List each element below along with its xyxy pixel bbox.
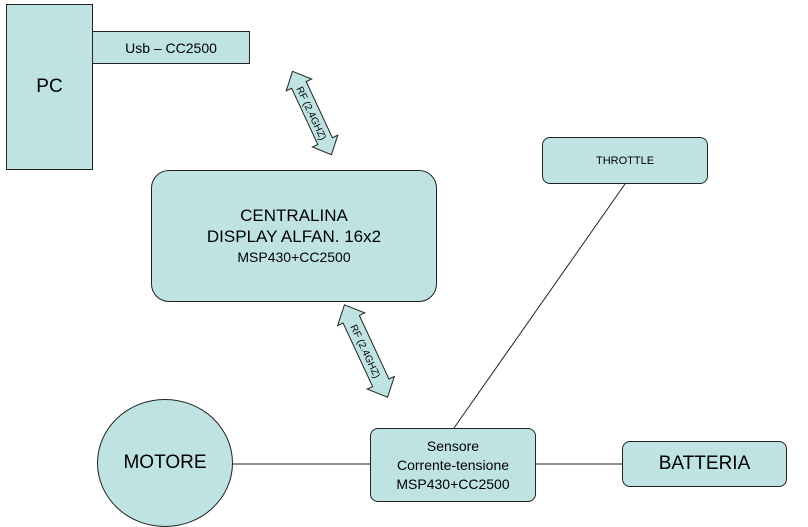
pc-label: PC: [36, 76, 63, 97]
batteria-label: BATTERIA: [658, 453, 751, 474]
line-sensore-throttle: [453, 183, 626, 429]
motore-label: MOTORE: [123, 452, 207, 473]
throttle-box: THROTTLE: [542, 137, 708, 184]
usb-label: Usb – CC2500: [125, 39, 217, 56]
motore-circle: MOTORE: [97, 399, 233, 527]
centralina-display: DISPLAY ALFAN. 16x2: [206, 227, 382, 246]
sensore-type: Corrente-tensione: [396, 456, 510, 473]
rf-arrow-bottom: RF (2.4GHZ): [336, 304, 396, 398]
sensore-box: Sensore Corrente-tensione MSP430+CC2500: [370, 428, 536, 502]
sensore-title: Sensore: [426, 437, 480, 454]
centralina-title: CENTRALINA: [240, 206, 348, 225]
usb-box: Usb – CC2500: [92, 31, 250, 64]
centralina-box: CENTRALINA DISPLAY ALFAN. 16x2 MSP430+CC…: [151, 170, 437, 302]
rf-arrow-top: RF (2.4GHZ): [285, 70, 339, 156]
throttle-label: THROTTLE: [595, 154, 655, 167]
batteria-box: BATTERIA: [622, 441, 787, 487]
centralina-mcu: MSP430+CC2500: [237, 249, 351, 265]
pc-box: PC: [6, 4, 93, 170]
sensore-mcu: MSP430+CC2500: [396, 475, 510, 492]
